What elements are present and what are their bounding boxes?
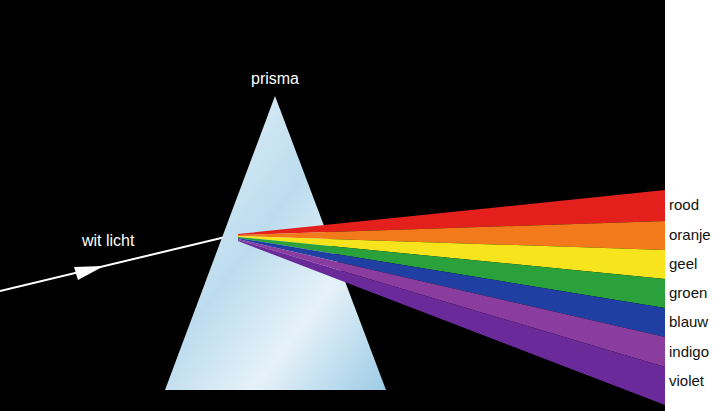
color-label: groen [669, 284, 707, 301]
color-label: geel [669, 255, 697, 272]
color-label: indigo [669, 343, 709, 360]
color-label: violet [669, 372, 704, 389]
color-label: oranje [669, 226, 711, 243]
ray-label: wit licht [82, 232, 134, 250]
black-panel [0, 0, 665, 411]
color-label: rood [669, 196, 699, 213]
ray-arrowhead [74, 266, 104, 280]
prism-label: prisma [251, 70, 299, 88]
color-label: blauw [669, 313, 708, 330]
